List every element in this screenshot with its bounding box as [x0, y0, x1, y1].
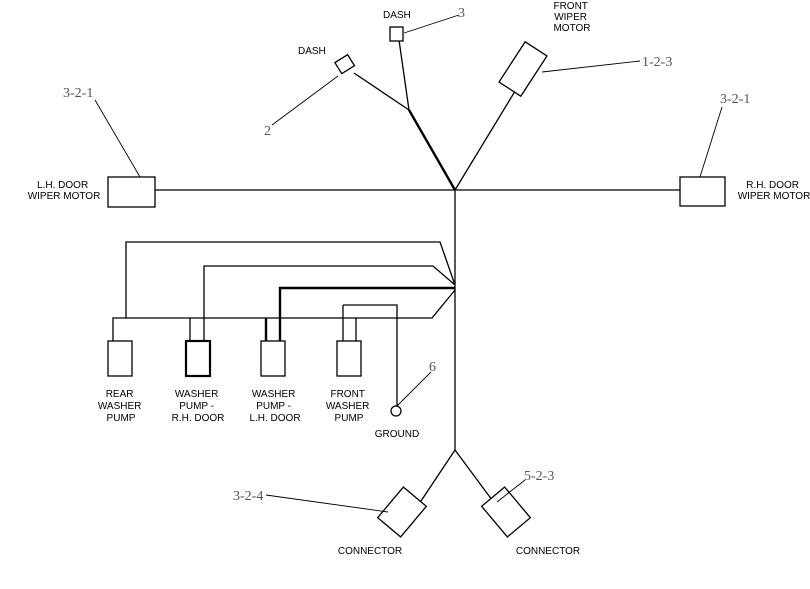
wire-to-dash-left: [353, 72, 410, 111]
leader-connector-right: [496, 479, 526, 503]
front-washer-pump-label: FRONT WASHER PUMP: [326, 389, 372, 424]
front-washer-pump-box: [336, 340, 362, 377]
callout-ground: 6: [429, 360, 436, 375]
callout-lh-door-wiper-motor: 3-2-1: [63, 86, 93, 101]
connector-right-label: CONNECTOR: [516, 546, 580, 557]
callout-dash-top: 3: [458, 6, 465, 21]
wire-to-dash-top: [398, 39, 410, 111]
leader-rh-door-wiper-motor: [699, 106, 723, 178]
connector-right-box: [480, 486, 532, 538]
wire-loop-return: [112, 289, 456, 341]
harness-branch-dash: [407, 109, 457, 191]
rear-washer-pump-label: REAR WASHER PUMP: [98, 389, 144, 424]
callout-dash-left: 2: [264, 124, 271, 139]
dash-left-label: DASH: [298, 46, 326, 57]
washer-pump-lh-door-label: WASHER PUMP - L.H. DOOR: [249, 389, 300, 424]
wire-loop-washer-lh-door: [278, 286, 455, 341]
rear-washer-pump-box: [107, 340, 133, 377]
leader-lh-door-wiper-motor: [94, 99, 141, 178]
callout-connector-left: 3-2-4: [233, 489, 263, 504]
wire-loop-rear-washer: [125, 241, 456, 318]
rh-door-wiper-motor-box: [679, 176, 726, 207]
harness-branch-connector-right: [454, 449, 496, 505]
lh-door-wiper-motor-label: L.H. DOOR WIPER MOTOR: [28, 180, 101, 202]
front-wiper-motor-box: [498, 40, 548, 98]
rh-door-wiper-motor-label: R.H. DOOR WIPER MOTOR: [738, 180, 810, 202]
leader-dash-left: [271, 75, 339, 126]
leader-front-wiper-motor: [541, 60, 641, 73]
washer-pump-rh-door-label: WASHER PUMP - R.H. DOOR: [172, 389, 225, 424]
connector-left-box: [376, 486, 428, 538]
harness-branch-connector-left: [418, 449, 456, 505]
ground-terminal: [390, 405, 402, 417]
dash-top-label: DASH: [383, 10, 411, 21]
lh-door-wiper-motor-box: [107, 176, 156, 208]
wire-loop-front-washer: [343, 304, 398, 406]
leader-dash-top: [403, 14, 460, 34]
harness-branch-front-wiper: [454, 82, 521, 191]
front-wiper-motor-label: FRONT WIPER MOTOR: [553, 1, 590, 34]
washer-pump-rh-door-box: [184, 339, 212, 378]
leader-connector-left: [265, 494, 389, 513]
washer-pump-lh-door-box: [260, 340, 286, 377]
callout-rh-door-wiper-motor: 3-2-1: [720, 92, 750, 107]
callout-connector-right: 5-2-3: [524, 469, 554, 484]
leader-ground: [396, 371, 432, 407]
ground-label: GROUND: [375, 429, 419, 440]
dash-left-box: [333, 53, 356, 75]
dash-top-box: [389, 26, 404, 42]
callout-front-wiper-motor: 1-2-3: [642, 55, 672, 70]
connector-left-label: CONNECTOR: [338, 546, 402, 557]
wire-loop-washer-rh-door: [203, 265, 456, 341]
